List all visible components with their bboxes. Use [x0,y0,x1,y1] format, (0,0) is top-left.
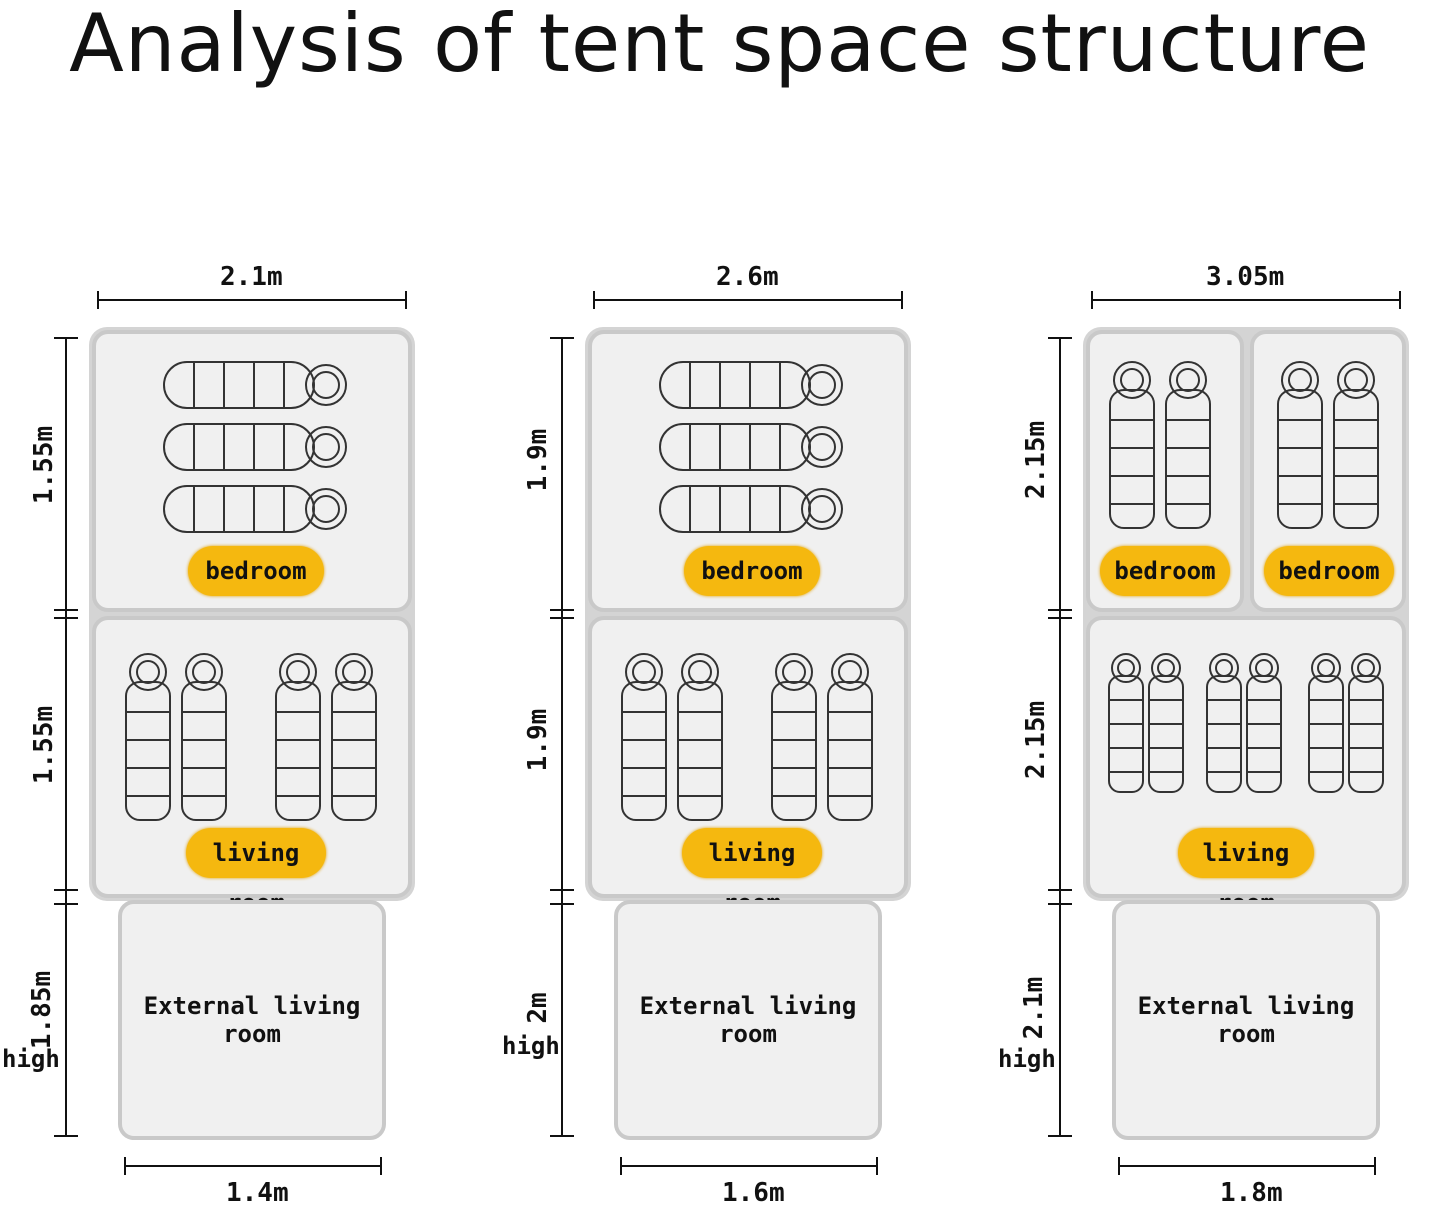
external-height: 1.85m [27,970,57,1050]
external-height-unit: high [998,1045,1056,1073]
living-height: 1.9m [523,708,553,772]
external-height-unit: high [502,1032,560,1060]
bedroom-height: 1.9m [523,428,553,492]
external-living-room-label: External living room [143,992,361,1048]
living-room: living room [1086,616,1406,917]
living-room: living room [588,616,908,917]
living-room-label: living room [1178,828,1314,917]
dimension-lines [1048,291,1401,1175]
bedroom: bedroom [588,330,908,612]
bottom-width: 1.6m [722,1178,785,1208]
top-width: 3.05m [1206,262,1285,292]
sleeping-bag-icon [1108,653,1384,793]
bedroom-label: bedroom [188,546,324,596]
living-room: living room [92,616,412,917]
bottom-width: 1.8m [1220,1178,1283,1208]
bedroom-label: bedroom [684,546,820,596]
external-living-room: External living room [614,900,882,1140]
living-room-label: living room [186,828,326,917]
top-width: 2.1m [220,262,283,292]
sleeping-bag-icon [659,361,843,533]
sleeping-bag-icon [163,361,347,533]
sleeping-bag-icon [125,653,377,821]
sleeping-bag-icon [1277,361,1379,529]
external-height: 2.1m [1019,976,1049,1040]
page-title: Analysis of tent space structure [69,0,1370,90]
living-room-label: living room [682,828,822,917]
external-living-room: External living room [1112,900,1380,1140]
bedroom-left: bedroom [1086,330,1244,612]
external-height: 2m [523,992,553,1024]
dimension-lines [54,291,407,1175]
bedroom-height: 2.15m [1021,420,1051,500]
living-height: 2.15m [1021,700,1051,780]
top-width: 2.6m [716,262,779,292]
bedroom: bedroom [92,330,412,612]
bedroom-label: bedroom [1100,546,1230,596]
sleeping-bag-icon [1109,361,1211,529]
external-height-unit: high [2,1045,60,1073]
tent-2: 2.6m 1.9m 1.9m 2m high 1.6m bedroom livi… [496,0,976,1208]
external-living-room: External living room [118,900,386,1140]
bedroom-height: 1.55m [29,425,59,505]
living-height: 1.55m [29,705,59,785]
sleeping-bag-icon [621,653,873,821]
external-living-room-label: External living room [639,992,857,1048]
bottom-width: 1.4m [226,1178,289,1208]
bedroom-right: bedroom [1250,330,1406,612]
external-living-room-label: External living room [1137,992,1355,1048]
tent-3: 3.05m 2.15m 2.15m 2.1m high 1.8m bedroom… [994,0,1439,1208]
bedroom-label-2: bedroom [1264,546,1394,596]
tent-1: 2.1m 1.55m 1.55m 1.85m high 1.4m bedroom… [0,0,480,1208]
dimension-lines [550,291,903,1175]
